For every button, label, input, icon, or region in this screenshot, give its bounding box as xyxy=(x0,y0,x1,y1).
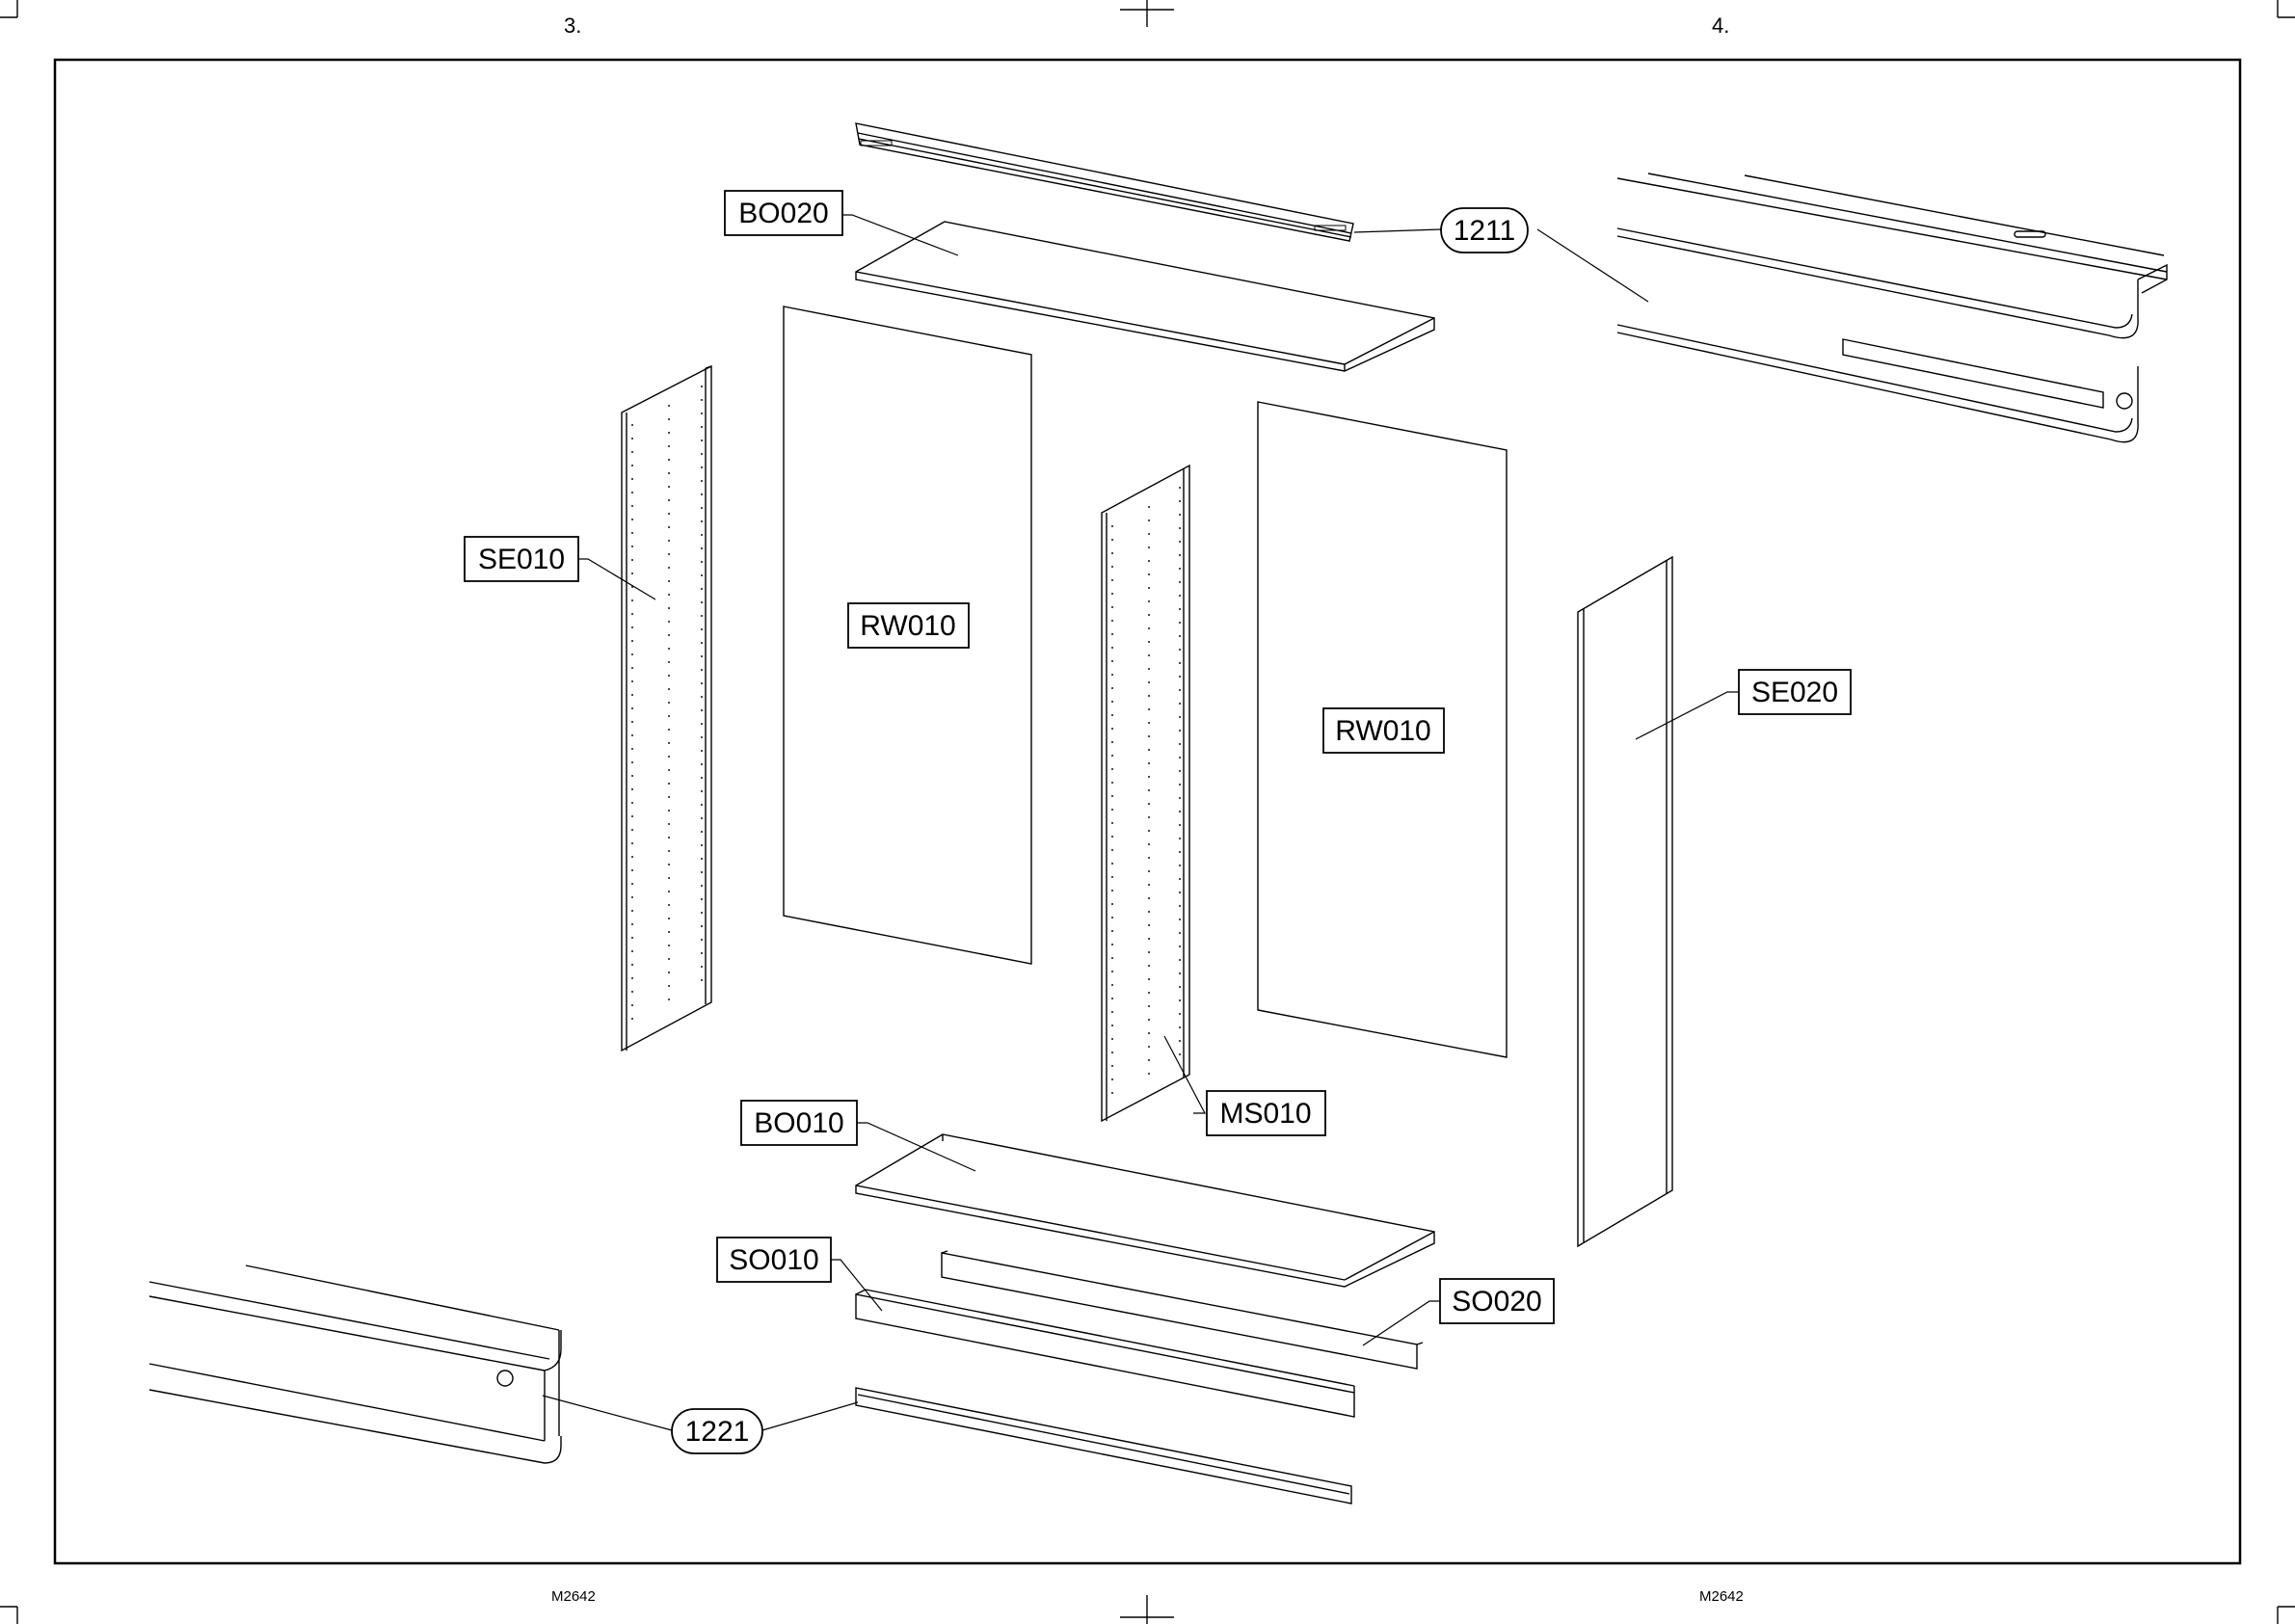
callout-1221-text: 1221 xyxy=(685,1416,750,1448)
drawing-frame xyxy=(55,60,2240,1563)
callout-rw010-left-text: RW010 xyxy=(860,610,956,642)
callout-so020-text: SO020 xyxy=(1452,1286,1541,1318)
side-panel-left-part xyxy=(622,366,711,1051)
callout-bo020-text: BO020 xyxy=(738,198,828,229)
top-board-part xyxy=(856,222,1434,371)
callout-ms010: MS010 xyxy=(1207,1091,1325,1135)
callout-1211-text: 1211 xyxy=(1454,215,1516,247)
middle-partition-part xyxy=(1102,466,1189,1121)
callout-bo010-text: BO010 xyxy=(754,1107,843,1139)
bottom-board-part xyxy=(856,1134,1434,1287)
callout-1211: 1211 xyxy=(1441,208,1528,253)
callout-so010-text: SO010 xyxy=(729,1244,818,1276)
callout-bo010: BO010 xyxy=(741,1101,857,1145)
callout-se020: SE020 xyxy=(1739,670,1851,714)
callout-se010: SE010 xyxy=(465,537,578,581)
callout-se020-text: SE020 xyxy=(1751,677,1838,708)
callout-rw010-right: RW010 xyxy=(1323,708,1444,753)
callout-rw010-right-text: RW010 xyxy=(1335,715,1431,747)
top-rail-detail-view xyxy=(1617,173,2167,442)
callout-se010-text: SE010 xyxy=(478,544,565,575)
callout-ms010-text: MS010 xyxy=(1219,1098,1311,1130)
callout-so010: SO010 xyxy=(717,1238,831,1282)
callout-bo020: BO020 xyxy=(725,191,842,235)
plinth-rear-part xyxy=(942,1251,1423,1369)
top-rail-part xyxy=(856,123,1353,241)
callout-rw010-left: RW010 xyxy=(848,603,969,648)
bottom-rail-detail-view xyxy=(149,1265,561,1463)
callout-so020: SO020 xyxy=(1440,1279,1554,1323)
callout-1221: 1221 xyxy=(672,1409,762,1453)
bottom-rail-part xyxy=(856,1388,1351,1504)
side-panel-right-part xyxy=(1578,557,1672,1246)
